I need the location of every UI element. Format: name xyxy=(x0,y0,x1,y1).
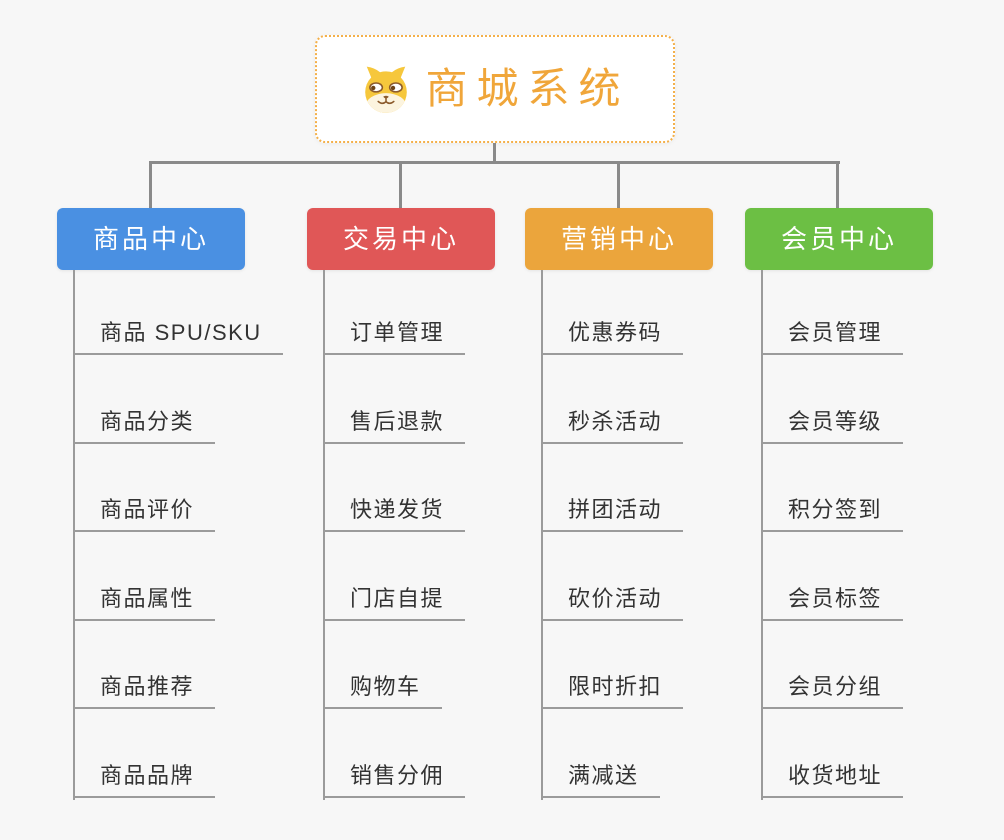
branch-trade-center[interactable]: 交易中心 xyxy=(307,208,495,270)
leaf-node[interactable]: 拼团活动 xyxy=(541,499,684,532)
leaf-node[interactable]: 会员分组 xyxy=(761,676,904,709)
connector-drop-marketing xyxy=(617,161,620,208)
root-node[interactable]: 商城系统 xyxy=(315,35,675,143)
connector-drop-trade xyxy=(399,161,402,208)
leaf-node[interactable]: 商品评价 xyxy=(73,499,216,532)
leaf-node[interactable]: 商品推荐 xyxy=(73,676,216,709)
leaf-node[interactable]: 商品属性 xyxy=(73,588,216,621)
leaf-node[interactable]: 商品分类 xyxy=(73,411,216,444)
leaf-node[interactable]: 订单管理 xyxy=(323,322,466,355)
leaf-node[interactable]: 积分签到 xyxy=(761,499,904,532)
connector-horizontal-bus xyxy=(149,161,840,164)
leaf-node[interactable]: 秒杀活动 xyxy=(541,411,684,444)
leaf-node[interactable]: 满减送 xyxy=(541,765,660,798)
root-title: 商城系统 xyxy=(425,65,630,112)
branch-product-center[interactable]: 商品中心 xyxy=(57,208,245,270)
leaf-node[interactable]: 砍价活动 xyxy=(541,588,684,621)
leaf-node[interactable]: 限时折扣 xyxy=(541,676,684,709)
leaf-node[interactable]: 购物车 xyxy=(323,676,442,709)
leaf-node[interactable]: 商品 SPU/SKU xyxy=(73,322,283,355)
shiba-dog-icon xyxy=(365,66,408,113)
connector-column-member xyxy=(761,270,763,800)
leaf-node[interactable]: 会员等级 xyxy=(761,411,904,444)
leaf-node[interactable]: 会员管理 xyxy=(761,322,904,355)
leaf-node[interactable]: 销售分佣 xyxy=(323,765,466,798)
connector-column-marketing xyxy=(541,270,543,800)
branch-member-center[interactable]: 会员中心 xyxy=(745,208,933,270)
connector-root-stem xyxy=(493,143,496,164)
connector-drop-product xyxy=(149,161,152,208)
leaf-node[interactable]: 快递发货 xyxy=(323,499,466,532)
leaf-node[interactable]: 门店自提 xyxy=(323,588,466,621)
leaf-node[interactable]: 优惠券码 xyxy=(541,322,684,355)
leaf-node[interactable]: 会员标签 xyxy=(761,588,904,621)
connector-drop-member xyxy=(836,161,839,208)
leaf-node[interactable]: 售后退款 xyxy=(323,411,466,444)
branch-marketing-center[interactable]: 营销中心 xyxy=(525,208,713,270)
connector-column-trade xyxy=(323,270,325,800)
leaf-node[interactable]: 商品品牌 xyxy=(73,765,216,798)
connector-column-product xyxy=(73,270,75,800)
leaf-node[interactable]: 收货地址 xyxy=(761,765,904,798)
